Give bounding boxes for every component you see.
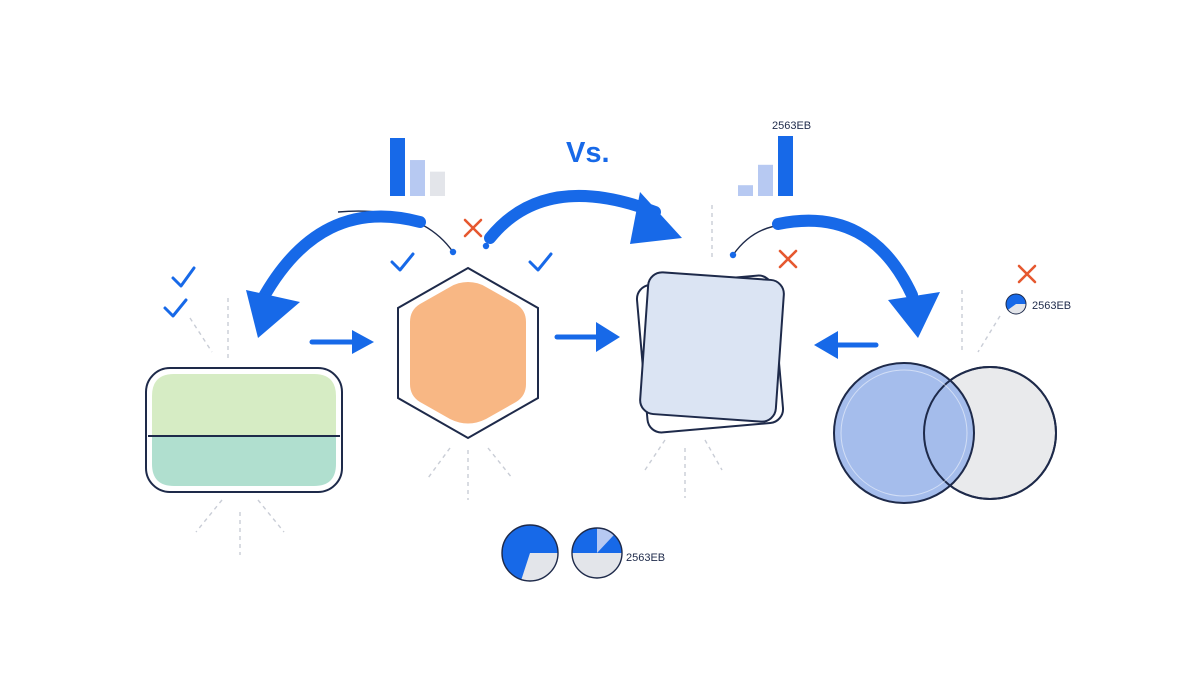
cross-icon xyxy=(463,218,483,238)
check-icon xyxy=(171,266,196,288)
check-icon xyxy=(390,252,415,272)
vs-label: Vs. xyxy=(566,137,610,169)
bar-chart-icon xyxy=(738,136,793,196)
connector-dot-far xyxy=(729,251,737,259)
pie-slice xyxy=(1006,293,1026,310)
curved-arrow-top xyxy=(484,190,682,244)
decorative-rays xyxy=(189,205,1001,555)
top-code-label: 2563EB xyxy=(772,120,811,132)
check-icon xyxy=(163,298,188,318)
hexagon-shape xyxy=(397,266,539,440)
rounded-rectangle-shape xyxy=(145,367,343,493)
curved-arrow-right xyxy=(772,214,940,338)
connector-arc-right xyxy=(732,224,783,256)
check-icon xyxy=(528,252,553,272)
right-code-label: 2563EB xyxy=(1032,300,1071,312)
pie-outline xyxy=(1005,293,1027,315)
pie-outline xyxy=(571,527,623,579)
pie-chart-icon xyxy=(571,527,623,579)
pie-chart-icon xyxy=(501,524,559,582)
connector-dot-left xyxy=(449,248,457,256)
cross-icon xyxy=(1017,264,1037,284)
overlapping-squares-shape xyxy=(635,271,785,434)
straight-arrow-1 xyxy=(309,330,374,354)
pie-chart-icon xyxy=(1005,293,1027,315)
venn-circles-shape xyxy=(833,362,1057,504)
straight-arrow-2 xyxy=(554,322,620,352)
connector-dot-right xyxy=(482,242,490,250)
cross-icon xyxy=(778,249,798,269)
bar xyxy=(778,136,793,196)
pie-slice xyxy=(597,528,615,553)
bar xyxy=(758,164,773,196)
pie-outline xyxy=(501,524,559,582)
bar xyxy=(738,185,753,196)
bar xyxy=(390,138,405,196)
bar xyxy=(430,171,445,196)
bottom-code-label: 2563EB xyxy=(626,552,665,564)
curved-arrow-left xyxy=(246,210,426,338)
bar xyxy=(410,160,425,196)
straight-arrow-3 xyxy=(814,331,879,359)
pie-slice xyxy=(501,525,558,580)
bar-chart-icon xyxy=(390,138,445,196)
